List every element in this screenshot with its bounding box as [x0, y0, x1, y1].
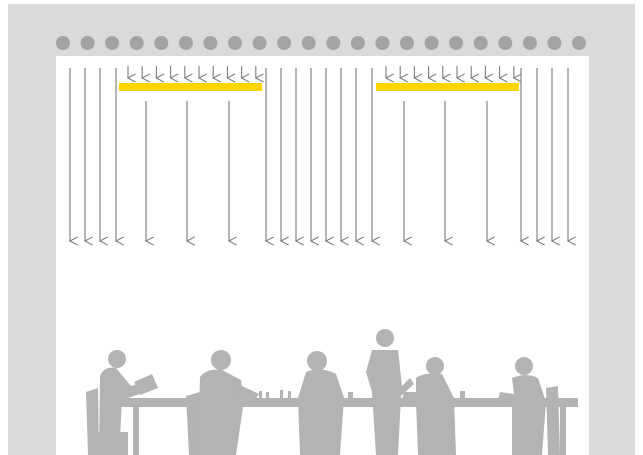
ceiling-dot: [228, 36, 242, 50]
ceiling-dot: [474, 36, 488, 50]
ceiling-dot: [277, 36, 291, 50]
ceiling-dot: [547, 36, 561, 50]
ceiling-dot: [81, 36, 95, 50]
ceiling-dot: [302, 36, 316, 50]
ceiling-dot: [179, 36, 193, 50]
ceiling-dot: [56, 36, 70, 50]
ceiling-dot: [351, 36, 365, 50]
ceiling-dot: [572, 36, 586, 50]
left-wall: [8, 4, 56, 455]
briefcase: [96, 432, 128, 455]
ceiling-dot: [449, 36, 463, 50]
person-seated-3: [298, 351, 344, 455]
ceiling-dot: [425, 36, 439, 50]
ceiling-dot: [375, 36, 389, 50]
ceiling-dot: [326, 36, 340, 50]
light-panel-left: [119, 83, 262, 91]
ceiling-dot: [203, 36, 217, 50]
ceiling-band: [8, 4, 635, 56]
light-panel-right: [376, 83, 519, 91]
light-panels: [119, 83, 519, 91]
ceiling-dot: [154, 36, 168, 50]
ceiling-dot: [400, 36, 414, 50]
ceiling-dot: [130, 36, 144, 50]
ceiling-dot: [105, 36, 119, 50]
meeting-silhouettes: [86, 329, 578, 455]
sound-arrows: [70, 66, 568, 241]
ceiling-dot: [523, 36, 537, 50]
ceiling-dot: [253, 36, 267, 50]
ceiling-dot: [498, 36, 512, 50]
right-wall: [589, 4, 635, 455]
